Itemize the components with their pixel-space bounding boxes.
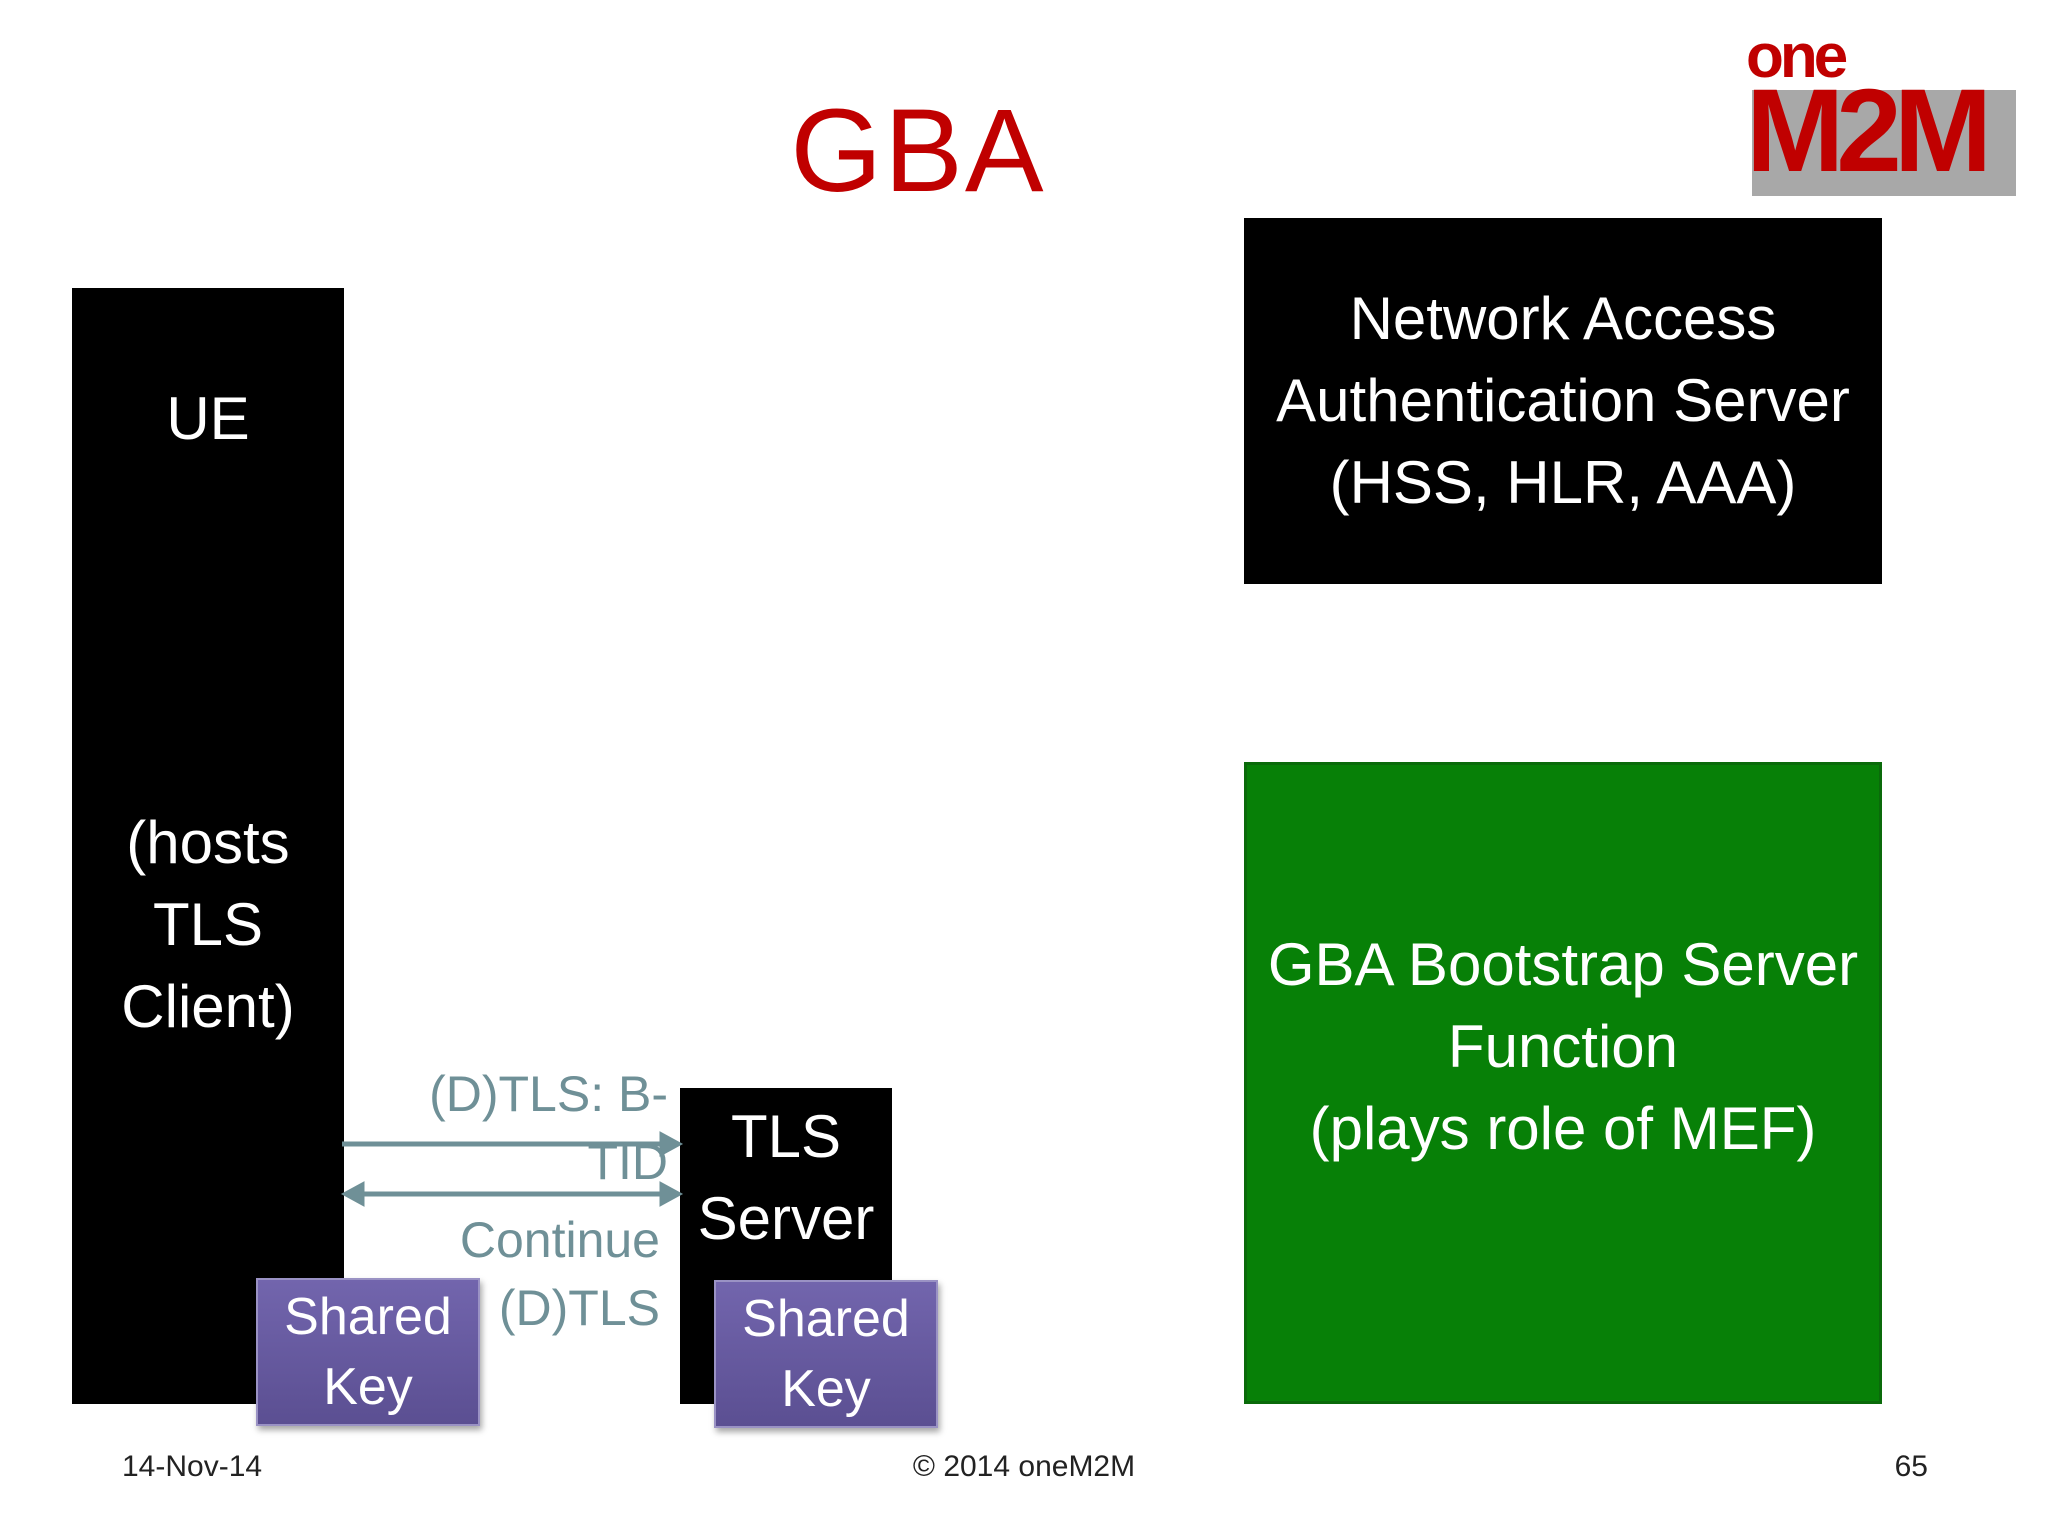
ue-desc-line-1: (hosts <box>126 809 290 876</box>
naas-line-3: (HSS, HLR, AAA) <box>1329 449 1797 516</box>
network-access-auth-server: Network Access Authentication Server (HS… <box>1244 218 1882 584</box>
ue-shared-key: Shared Key <box>256 1278 480 1426</box>
onem2m-logo: one M2M <box>1746 26 2016 196</box>
continue-arrow-label-line-2: (D)TLS <box>498 1280 660 1336</box>
continue-arrow-label-line-1: Continue <box>459 1212 660 1268</box>
server-shared-key: Shared Key <box>714 1280 938 1428</box>
footer-page-number: 65 <box>1894 1450 1928 1483</box>
ue-shared-key-line-1: Shared <box>284 1288 452 1346</box>
btid-arrow-label: (D)TLS: B-TID <box>429 1066 668 1190</box>
server-shared-key-line-1: Shared <box>742 1290 910 1348</box>
tls-server-line-2: Server <box>697 1185 875 1252</box>
bsf-line-1: GBA Bootstrap Server <box>1267 931 1859 998</box>
ue-shared-key-line-2: Key <box>323 1358 413 1416</box>
ue-block: UE (hosts TLS Client) <box>72 288 344 1404</box>
server-shared-key-line-2: Key <box>781 1360 871 1418</box>
naas-line-2: Authentication Server <box>1276 367 1850 434</box>
bsf-line-2: Function <box>1447 1013 1679 1080</box>
tls-server-line-1: TLS <box>730 1103 842 1170</box>
logo-m2m-text: M2M <box>1746 80 2016 196</box>
continue-arrow-head-left <box>340 1181 365 1207</box>
slide-title: GBA <box>790 85 1046 217</box>
footer-date: 14-Nov-14 <box>122 1450 263 1483</box>
ue-desc-line-3: Client) <box>121 973 295 1040</box>
ue-desc-line-2: TLS <box>152 891 264 958</box>
continue-arrow-head-right <box>659 1181 684 1207</box>
btid-arrow-head-right <box>659 1131 684 1157</box>
logo-one-text: one <box>1746 22 1848 91</box>
footer-copyright: © 2014 oneM2M <box>912 1450 1136 1483</box>
naas-line-1: Network Access <box>1349 285 1777 352</box>
ue-title: UE <box>166 385 250 452</box>
bsf-line-3: (plays role of MEF) <box>1309 1095 1817 1162</box>
gba-bootstrap-server-function: GBA Bootstrap Server Function (plays rol… <box>1244 762 1882 1404</box>
